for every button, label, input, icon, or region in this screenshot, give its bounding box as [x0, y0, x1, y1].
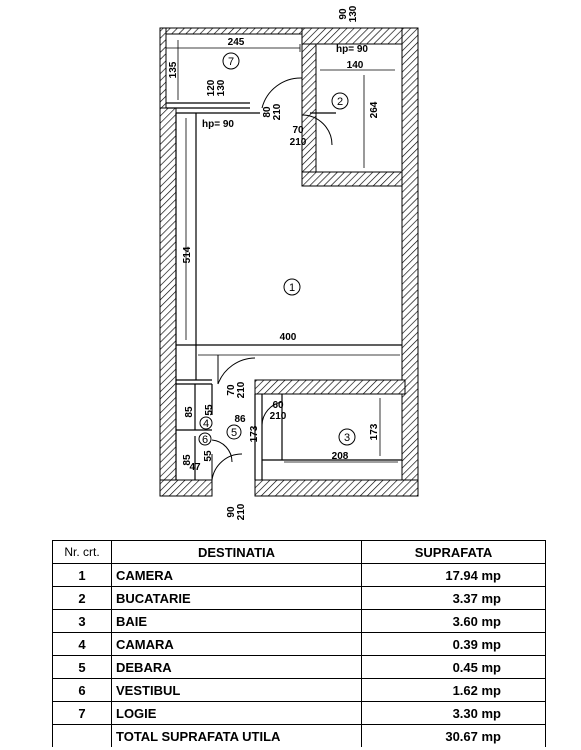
dim-camara-h: 85: [184, 406, 195, 418]
dim-kitchen-width: 140: [347, 60, 364, 71]
room-number-5: 5: [231, 427, 237, 439]
row-area: 0.45 mp: [361, 655, 546, 679]
dim-hall-h: 173: [249, 425, 260, 442]
row-area: 3.60 mp: [361, 609, 546, 633]
dim-debara-w: 47: [189, 462, 201, 473]
table-row: 3 BAIE 3.60 mp: [52, 609, 546, 633]
dim-kitchen-height: 264: [369, 101, 380, 118]
dim-door-a-h: 210: [272, 103, 283, 120]
row-name: CAMERA: [111, 563, 362, 587]
row-name: DEBARA: [111, 655, 362, 679]
dim-room-width: 400: [280, 332, 297, 343]
row-name: VESTIBUL: [111, 678, 362, 702]
room-number-1: 1: [289, 282, 295, 294]
room-marker-2: [331, 92, 349, 110]
dim-room-hp: hp= 90: [202, 119, 234, 130]
room-numbers: 1 2 3 4 5 6 7: [202, 56, 350, 446]
room-marker-5: [226, 424, 242, 440]
table-row: 6 VESTIBUL 1.62 mp: [52, 678, 546, 702]
dimension-texts: 245 135 120 130 hp= 90 140 264 80 210 70…: [168, 5, 380, 520]
row-area: 0.39 mp: [361, 632, 546, 656]
table-total-row: TOTAL SUPRAFATA UTILA 30.67 mp: [52, 724, 546, 747]
dim-bath-door-w: 60: [272, 400, 284, 411]
dim-hall-door-h: 210: [236, 381, 247, 398]
table-row: 7 LOGIE 3.30 mp: [52, 701, 546, 725]
interior-partitions: [166, 102, 402, 480]
room-marker-1: [283, 278, 301, 296]
dim-entry-h: 210: [236, 503, 247, 520]
room-area-table: Nr. crt. DESTINATIA SUPRAFATA 1 CAMERA 1…: [52, 540, 546, 747]
dim-entry-w: 90: [226, 506, 237, 518]
dim-top-a: 90: [338, 8, 349, 20]
room-marker-7: [222, 52, 240, 70]
room-number-4: 4: [203, 418, 209, 430]
dim-door-b-w: 70: [292, 125, 304, 136]
header-area: SUPRAFATA: [361, 540, 546, 564]
row-area: 17.94 mp: [361, 563, 546, 587]
dim-hall-w: 86: [234, 414, 246, 425]
table-row: 4 CAMARA 0.39 mp: [52, 632, 546, 656]
row-nr: 5: [52, 655, 112, 679]
total-area: 30.67 mp: [361, 724, 546, 747]
dim-door-a-w: 80: [262, 106, 273, 118]
room-marker-6: [198, 432, 212, 446]
dim-bath-w: 208: [332, 451, 349, 462]
row-nr: 1: [52, 563, 112, 587]
dimension-lines: [165, 40, 400, 463]
row-name: BUCATARIE: [111, 586, 362, 610]
row-area: 3.30 mp: [361, 701, 546, 725]
room-marker-4: [199, 416, 213, 430]
dim-logie-opening-b: 130: [216, 79, 227, 96]
header-nr: Nr. crt.: [52, 540, 112, 564]
row-area: 1.62 mp: [361, 678, 546, 702]
room-marker-3: [338, 428, 356, 446]
row-name: BAIE: [111, 609, 362, 633]
header-destination: DESTINATIA: [111, 540, 362, 564]
table-row: 1 CAMERA 17.94 mp: [52, 563, 546, 587]
dim-hall-door-w: 70: [226, 384, 237, 396]
table-header-row: Nr. crt. DESTINATIA SUPRAFATA: [52, 540, 546, 564]
table-row: 2 BUCATARIE 3.37 mp: [52, 586, 546, 610]
total-nr-cell: [52, 724, 112, 747]
room-markers: [198, 52, 356, 446]
row-nr: 6: [52, 678, 112, 702]
row-nr: 3: [52, 609, 112, 633]
row-name: LOGIE: [111, 701, 362, 725]
row-nr: 4: [52, 632, 112, 656]
room-number-6: 6: [202, 434, 208, 446]
row-nr: 7: [52, 701, 112, 725]
row-area: 3.37 mp: [361, 586, 546, 610]
exterior-walls: [159, 27, 419, 497]
dim-top-b: 130: [348, 5, 359, 22]
dim-kitchen-hp: hp= 90: [336, 44, 368, 55]
dim-bath-h: 173: [369, 423, 380, 440]
room-number-2: 2: [337, 96, 343, 108]
dim-room-height: 514: [182, 246, 193, 263]
room-number-7: 7: [228, 56, 234, 68]
dim-debara-door: 55: [203, 450, 214, 462]
row-nr: 2: [52, 586, 112, 610]
dim-bath-door-h: 210: [270, 411, 287, 422]
dim-logie-width: 245: [228, 37, 245, 48]
dim-debara-h: 85: [182, 454, 193, 466]
door-swings: [211, 77, 333, 481]
dim-door-b-h: 210: [290, 137, 307, 148]
dim-logie-opening-a: 120: [206, 79, 217, 96]
dim-logie-height: 135: [168, 61, 179, 78]
row-name: CAMARA: [111, 632, 362, 656]
table-row: 5 DEBARA 0.45 mp: [52, 655, 546, 679]
room-number-3: 3: [344, 432, 350, 444]
dim-camara-door-w: 55: [204, 404, 215, 416]
floor-plan: 245 135 120 130 hp= 90 140 264 80 210 70…: [159, 5, 419, 520]
total-label: TOTAL SUPRAFATA UTILA: [111, 724, 362, 747]
